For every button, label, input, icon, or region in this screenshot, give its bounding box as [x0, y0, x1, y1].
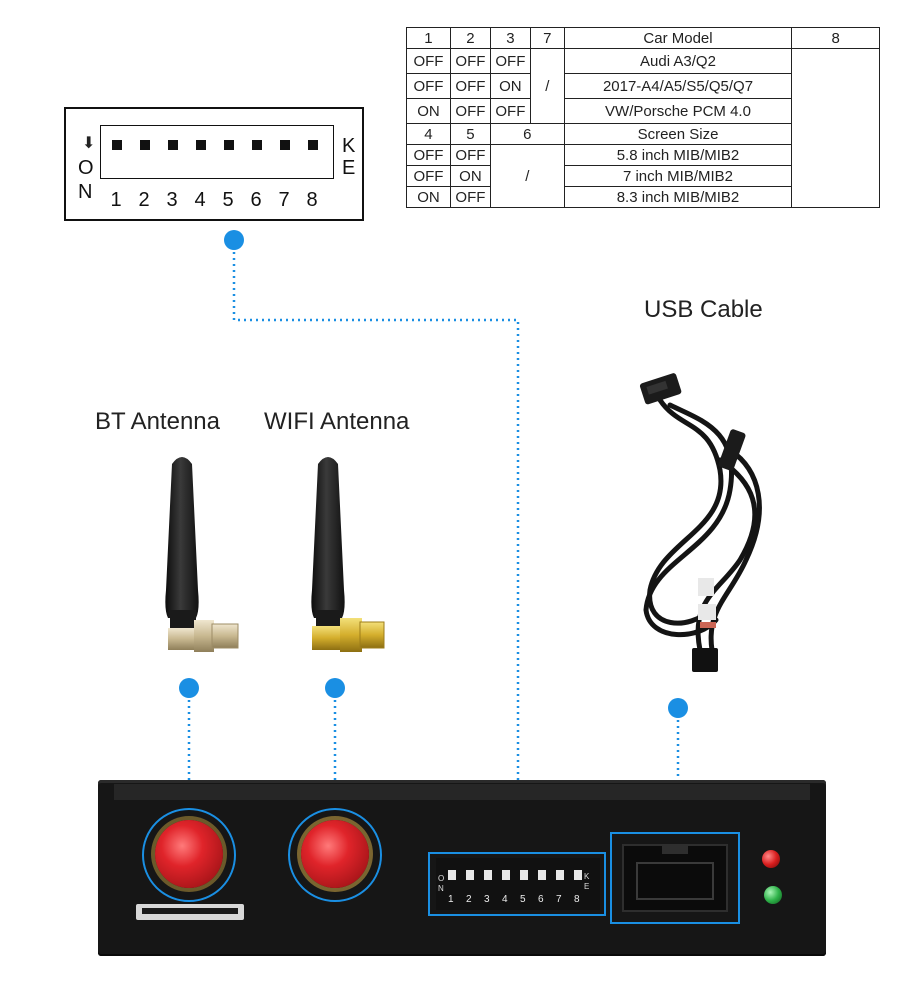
- table-row: ON OFF OFF VW/Porsche PCM 4.0: [406, 98, 880, 124]
- dip-switch-highlight: [428, 852, 606, 916]
- table-row: OFF OFF OFF / Audi A3/Q2: [406, 48, 880, 208]
- table-row: ON OFF 8.3 inch MIB/MIB2: [406, 186, 880, 208]
- device-dip-number: 8: [574, 894, 580, 905]
- wifi-antenna-label: WIFI Antenna: [264, 408, 410, 435]
- table-cell: ON: [406, 98, 451, 124]
- table-cell: 8.3 inch MIB/MIB2: [563, 186, 793, 208]
- bt-antenna-image: [165, 457, 239, 652]
- wifi-antenna-image: [311, 457, 385, 652]
- green-led: [764, 886, 782, 904]
- red-led: [762, 850, 780, 868]
- bt-port-cap[interactable]: [155, 820, 223, 888]
- table-cell: OFF: [449, 186, 491, 208]
- device-top-edge: [114, 784, 810, 800]
- usb-cable-label: USB Cable: [644, 296, 763, 323]
- dip-number: 6: [250, 189, 262, 211]
- dip-number: 8: [306, 189, 318, 211]
- bt-port-highlight: [142, 808, 236, 902]
- device-dip-number: 2: [466, 894, 472, 905]
- table-cell: OFF: [406, 48, 451, 74]
- table-cell: VW/Porsche PCM 4.0: [563, 98, 793, 124]
- table-cell: OFF: [449, 73, 491, 99]
- device-dip-number: 5: [520, 894, 526, 905]
- device-dip-toggle[interactable]: [520, 870, 528, 880]
- dip-letter-e: E: [342, 157, 356, 179]
- wifi-port-cap[interactable]: [301, 820, 369, 888]
- usb-cable-image: [639, 373, 762, 672]
- table-cell: OFF: [406, 165, 451, 187]
- dip-switch-4: [196, 140, 206, 150]
- device-dip-toggle[interactable]: [538, 870, 546, 880]
- multi-pin-connector[interactable]: [622, 844, 728, 912]
- table-cell: OFF: [489, 48, 531, 74]
- dip-switch-6: [252, 140, 262, 150]
- device-dip-number: 3: [484, 894, 490, 905]
- dip-switch-1: [112, 140, 122, 150]
- dip-letter-k: K: [342, 135, 356, 157]
- device-dip-letter-n: N: [438, 884, 444, 893]
- usb-callout-dot: [668, 698, 688, 718]
- bt-callout-dot: [179, 678, 199, 698]
- arrow-down-icon: ⬇: [82, 135, 96, 152]
- connector-latch: [662, 844, 688, 854]
- device-dip-letter-k: K: [584, 872, 590, 881]
- bt-antenna-label: BT Antenna: [95, 408, 220, 435]
- table-cell-empty: [791, 48, 880, 208]
- dip-callout-dot: [224, 230, 244, 250]
- device-dip-number: 7: [556, 894, 562, 905]
- dip-switch-window: [100, 125, 334, 179]
- dip-switch-7: [280, 140, 290, 150]
- usb-port-highlight: [610, 832, 740, 924]
- dip-number: 3: [166, 189, 178, 211]
- dip-switch-5: [224, 140, 234, 150]
- dip-switch-3: [168, 140, 178, 150]
- dip-connector-line: [232, 240, 520, 852]
- dip-number: 4: [194, 189, 206, 211]
- table-cell: OFF: [489, 98, 531, 124]
- device-dip-number: 6: [538, 894, 544, 905]
- wifi-callout-dot: [325, 678, 345, 698]
- dip-switch-8: [308, 140, 318, 150]
- device-dip-toggle[interactable]: [448, 870, 456, 880]
- device-dip-toggle[interactable]: [502, 870, 510, 880]
- device-dip-toggle[interactable]: [466, 870, 474, 880]
- device-dip-number: 4: [502, 894, 508, 905]
- device-dip-letter-o: O: [438, 874, 445, 883]
- device-dip-switch[interactable]: O N K E 1 2 3 4 5 6 7 8: [436, 858, 600, 910]
- dip-number: 2: [138, 189, 150, 211]
- device-dip-number: 1: [448, 894, 454, 905]
- device-dip-toggle[interactable]: [556, 870, 564, 880]
- table-row: OFF OFF / 5.8 inch MIB/MIB2: [406, 144, 880, 208]
- table-cell: ON: [406, 186, 451, 208]
- connector-pins: [636, 862, 714, 900]
- dip-config-table: 1 2 3 7 Car Model 8 OFF OFF OFF / Audi A…: [406, 27, 880, 208]
- device-dip-letter-e: E: [584, 882, 590, 891]
- device-dip-toggle[interactable]: [484, 870, 492, 880]
- wifi-port-highlight: [288, 808, 382, 902]
- dip-number: 1: [110, 189, 122, 211]
- table-cell: 5.8 inch MIB/MIB2: [563, 144, 793, 166]
- dip-number: 5: [222, 189, 234, 211]
- dip-switch-diagram: ⬇ O N K E 1 2 3 4 5 6 7 8: [64, 107, 364, 221]
- device-dip-toggle[interactable]: [574, 870, 582, 880]
- dip-letter-o: O: [78, 157, 94, 179]
- dip-number: 7: [278, 189, 290, 211]
- table-cell: 2017-A4/A5/S5/Q5/Q7: [563, 73, 793, 99]
- table-cell: ON: [449, 165, 491, 187]
- dip-switch-2: [140, 140, 150, 150]
- dip-letter-n: N: [78, 181, 93, 203]
- sd-slot-opening: [142, 908, 238, 914]
